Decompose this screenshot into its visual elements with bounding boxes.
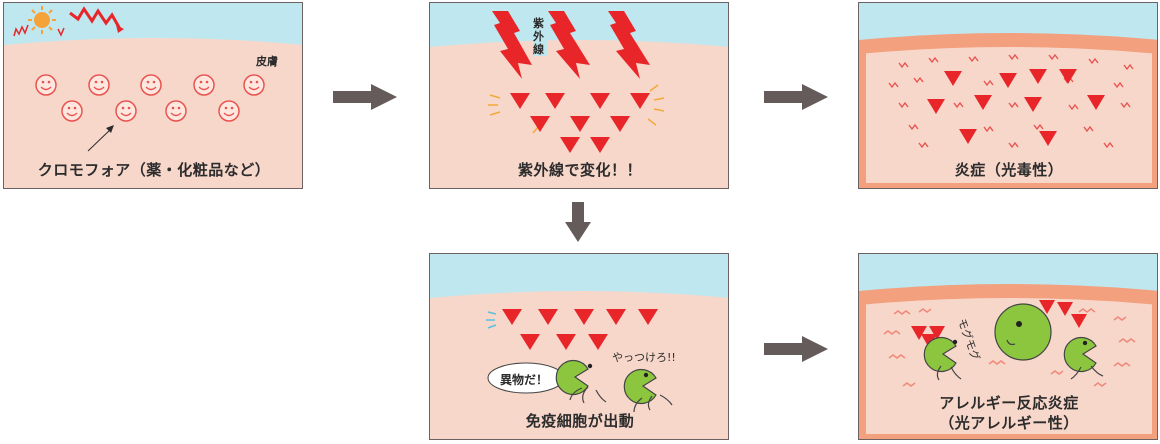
immune-cell-1: [555, 359, 607, 404]
immune-cell-2: [623, 368, 673, 413]
panel3-scene: [859, 3, 1157, 188]
panel-inflammation: 炎症（光毒性）: [858, 2, 1158, 189]
antigen-molecules: [911, 300, 1087, 348]
panel1-scene: [4, 3, 302, 152]
arrow-right-1: [333, 84, 397, 110]
sun-icon: [28, 6, 56, 34]
pointer-arrow: [87, 125, 114, 152]
panel-allergic-reaction: モグモグ アレルギー反応炎症 （光アレルギー性）: [858, 253, 1158, 440]
spark-lines: [488, 84, 665, 134]
uv-wave-left: [13, 24, 29, 37]
caption-uv-change: 紫外線で変化！！: [517, 161, 642, 179]
caption-chromophore: クロモフォア（薬・化粧品など）: [37, 161, 271, 179]
uv-wave-arrowhead: [116, 25, 124, 33]
immune-cell-eating-2: [1063, 336, 1104, 380]
chromophore-molecules: [35, 74, 265, 122]
smiley-eyes: [41, 80, 259, 110]
inflamed-edge: [859, 33, 1157, 188]
sky: [4, 3, 302, 45]
uv-wave: [69, 6, 122, 30]
arrow-right-3: [764, 336, 828, 362]
panel-uv-change: 紫外線 紫外線で変化！！: [429, 2, 729, 189]
shout-text: やっつけろ!!: [612, 351, 676, 364]
caption-immune-response: 免疫細胞が出動: [525, 412, 635, 430]
uv-bolt-2: [548, 11, 590, 79]
uv-label: 紫外線: [533, 17, 547, 56]
caption-inflammation: 炎症（光毒性）: [954, 161, 1064, 179]
panel-chromophore: 皮膚 クロモフォア（薬・化粧品など）: [3, 2, 303, 189]
uv-bolts: [492, 11, 650, 79]
arrow-down: [565, 202, 591, 242]
panel4-scene: [430, 254, 728, 413]
caption-allergic-reaction: アレルギー反応炎症 （光アレルギー性）: [859, 393, 1157, 433]
skin-label: 皮膚: [256, 55, 278, 68]
immune-cell-eating-1: [923, 336, 962, 381]
arrow-right-2: [764, 84, 828, 110]
panel2-scene: [430, 3, 728, 153]
uv-bolt-3: [608, 11, 650, 79]
caption-line-2: （光アレルギー性）: [939, 414, 1079, 432]
panel-immune-response: 異物だ！ やっつけろ!! 免疫細胞が出動: [429, 253, 729, 440]
reactive-molecules: [927, 69, 1105, 146]
changed-molecules: [510, 93, 650, 153]
inflammation-squiggles: [888, 53, 1134, 149]
sky: [430, 254, 728, 298]
panel5-scene: [859, 254, 1157, 439]
uv-bolt-1: [492, 11, 532, 79]
uv-wave-small: [57, 27, 65, 37]
smiley-faces: [40, 86, 260, 117]
speech-bubble-text: 異物だ！: [500, 373, 549, 387]
allergy-squiggles: [883, 308, 1136, 387]
sky: [430, 3, 728, 47]
antigen-molecules: [502, 309, 658, 350]
fear-lines: [486, 311, 497, 329]
inflamed-edge: [859, 284, 1157, 439]
caption-line-1: アレルギー反応炎症: [939, 394, 1079, 412]
immune-cell-big: [994, 303, 1052, 361]
